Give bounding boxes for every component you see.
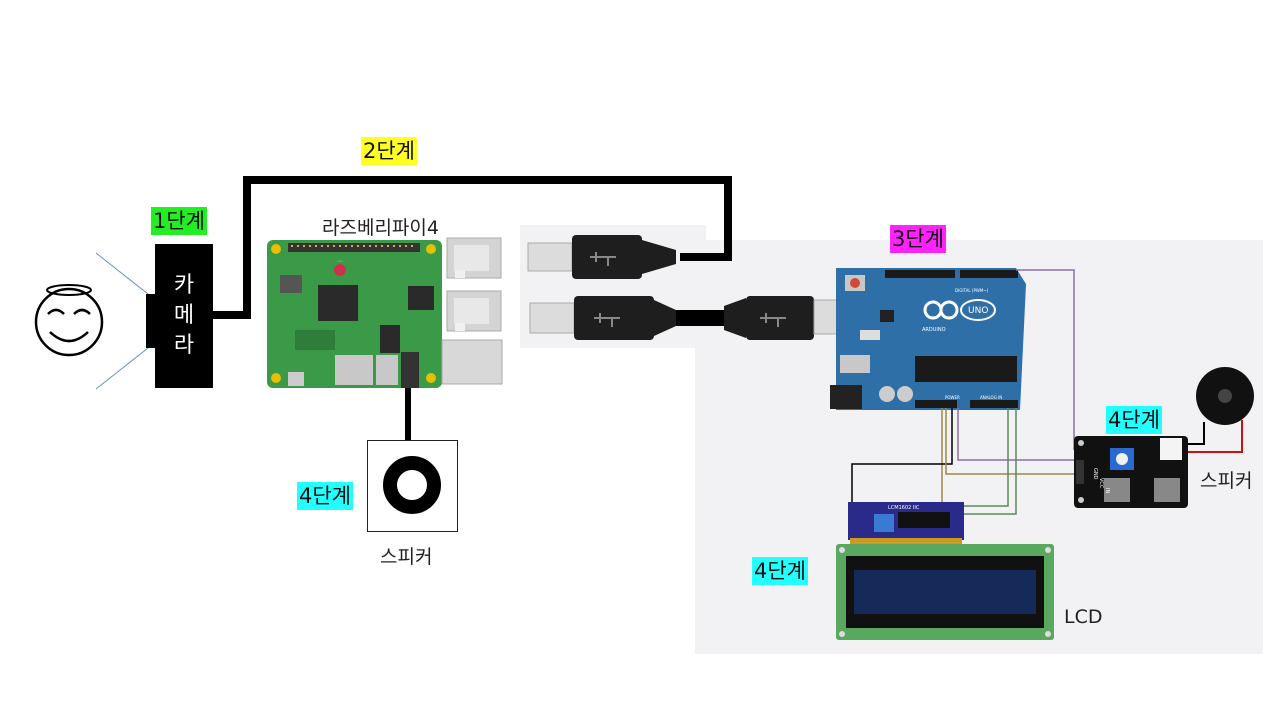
arduino-uno-board [830,268,1026,410]
arduino-digital-header: DIGITAL (PWM~) [955,288,989,293]
camera-view-line-top [95,252,149,295]
camera-side-tab [146,294,158,348]
lcd-label: LCD [1064,606,1103,628]
buzzer-pin-gnd: GND [1092,468,1098,480]
wire-green-2 [960,408,1017,515]
stage3-label: 3단계 [890,225,947,253]
camera: 카 메 라 [155,244,213,388]
wire-purple [957,408,1078,461]
wire-green-1 [960,408,1009,507]
arduino-analog-header: ANALOG IN [980,395,1002,400]
speaker-left-label: 스피커 [380,546,433,568]
buzzer-wire-black [1188,422,1205,445]
camera-cable [213,176,732,319]
speaker-ring-icon [383,456,441,514]
stage2-label: 2단계 [361,137,418,165]
smiling-angel-face-icon [34,284,104,357]
arduino-power-header: POWER [945,395,960,400]
arduino-model-text: UNO [968,306,988,316]
buzzer-wire-red [1188,420,1243,453]
buzzer-module [1074,436,1188,508]
wire-purple-top [1016,269,1075,450]
usb-cable-icon [527,235,865,340]
buzzer-pin-vcc: VCC [1098,478,1104,489]
stage4-lcd-label: 4단계 [752,557,809,585]
wire-black [851,408,953,515]
arduino-logo-icon [923,299,996,321]
raspberry-pi-label: 라즈베리파이4 [322,217,439,239]
i2c-module [848,502,964,546]
buzzer-pin-in: IN [1104,488,1110,493]
buzzer-pin-labels: GND VCC IN [1092,468,1110,493]
raspberry-pi-board [267,237,503,388]
wire-olive [868,408,943,513]
stage4-speaker-label: 4단계 [297,482,354,510]
camera-label-1: 카 [173,273,195,298]
speaker-left [367,440,458,532]
camera-view-line-bottom [95,347,149,390]
camera-label-2: 메 [173,303,195,328]
lcd-display [836,544,1054,640]
i2c-module-text: LCM1602 IIC [888,505,920,511]
stage1-label: 1단계 [151,207,208,235]
stage4-buzzer-label: 4단계 [1106,406,1163,434]
arduino-brand-text: ARDUINO [922,327,946,333]
buzzer-icon [1196,367,1254,425]
wire-olive-2 [945,408,1078,475]
camera-label-3: 라 [173,333,195,358]
raspberry-logo-icon [334,260,346,276]
speaker-right-label: 스피커 [1200,470,1253,492]
